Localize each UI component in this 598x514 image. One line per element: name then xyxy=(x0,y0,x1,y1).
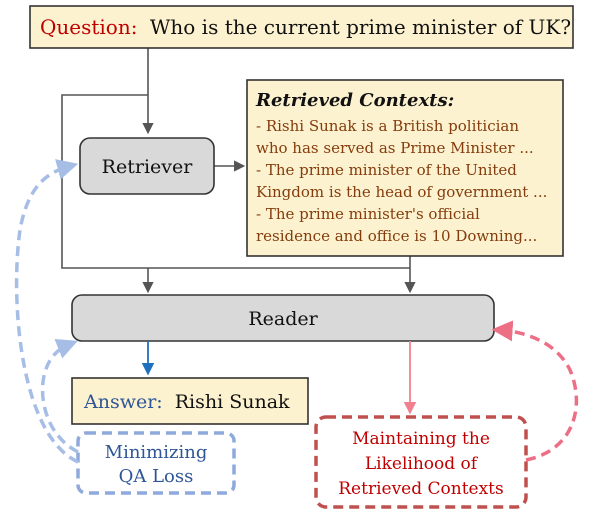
answer-label: Answer: xyxy=(83,391,163,413)
qa-loss-line-2: QA Loss xyxy=(119,466,194,487)
context-line-2: who has served as Prime Minister ... xyxy=(256,139,534,157)
likelihood-line-2: Likelihood of xyxy=(365,454,479,474)
likelihood-to-reader-curve xyxy=(491,320,579,462)
question-bypass-line xyxy=(61,94,410,269)
qa-loss-line-1: Minimizing xyxy=(105,442,208,463)
qa-loss-to-retriever-curve xyxy=(14,159,79,464)
context-line-1: - Rishi Sunak is a British politician xyxy=(256,117,519,135)
context-line-4: Kingdom is the head of government ... xyxy=(256,183,547,201)
answer-box: Answer: Rishi Sunak xyxy=(71,377,309,425)
retriever-label: Retriever xyxy=(102,156,194,178)
svg-text:Question: Who is the cur: Question: Who is the current prime minis… xyxy=(40,15,571,39)
likelihood-line-3: Retrieved Contexts xyxy=(338,479,504,499)
context-line-6: residence and office is 10 Downing... xyxy=(256,227,537,245)
qa-loss-box: Minimizing QA Loss xyxy=(76,431,236,495)
likelihood-box: Maintaining the Likelihood of Retrieved … xyxy=(314,415,528,509)
retrieved-contexts-box: Retrieved Contexts: - Rishi Sunak is a B… xyxy=(246,79,564,257)
retriever-box: Retriever xyxy=(79,137,215,195)
reader-label: Reader xyxy=(248,308,318,330)
question-text: Who is the current prime minister of UK? xyxy=(150,15,571,39)
question-box: Question: Who is the current prime minis… xyxy=(29,5,574,49)
question-label: Question: xyxy=(40,15,137,39)
retrieved-contexts-title: Retrieved Contexts: xyxy=(255,90,454,111)
qa-loss-to-reader-curve xyxy=(40,338,79,454)
context-line-5: - The prime minister's official xyxy=(256,205,480,223)
context-line-3: - The prime minister of the United xyxy=(256,161,517,179)
connectors xyxy=(61,48,416,294)
svg-text:Answer: Rishi Sunak: Answer: Rishi Sunak xyxy=(83,391,290,413)
likelihood-line-1: Maintaining the xyxy=(352,429,490,449)
reader-box: Reader xyxy=(71,294,495,342)
answer-text: Rishi Sunak xyxy=(175,391,290,413)
